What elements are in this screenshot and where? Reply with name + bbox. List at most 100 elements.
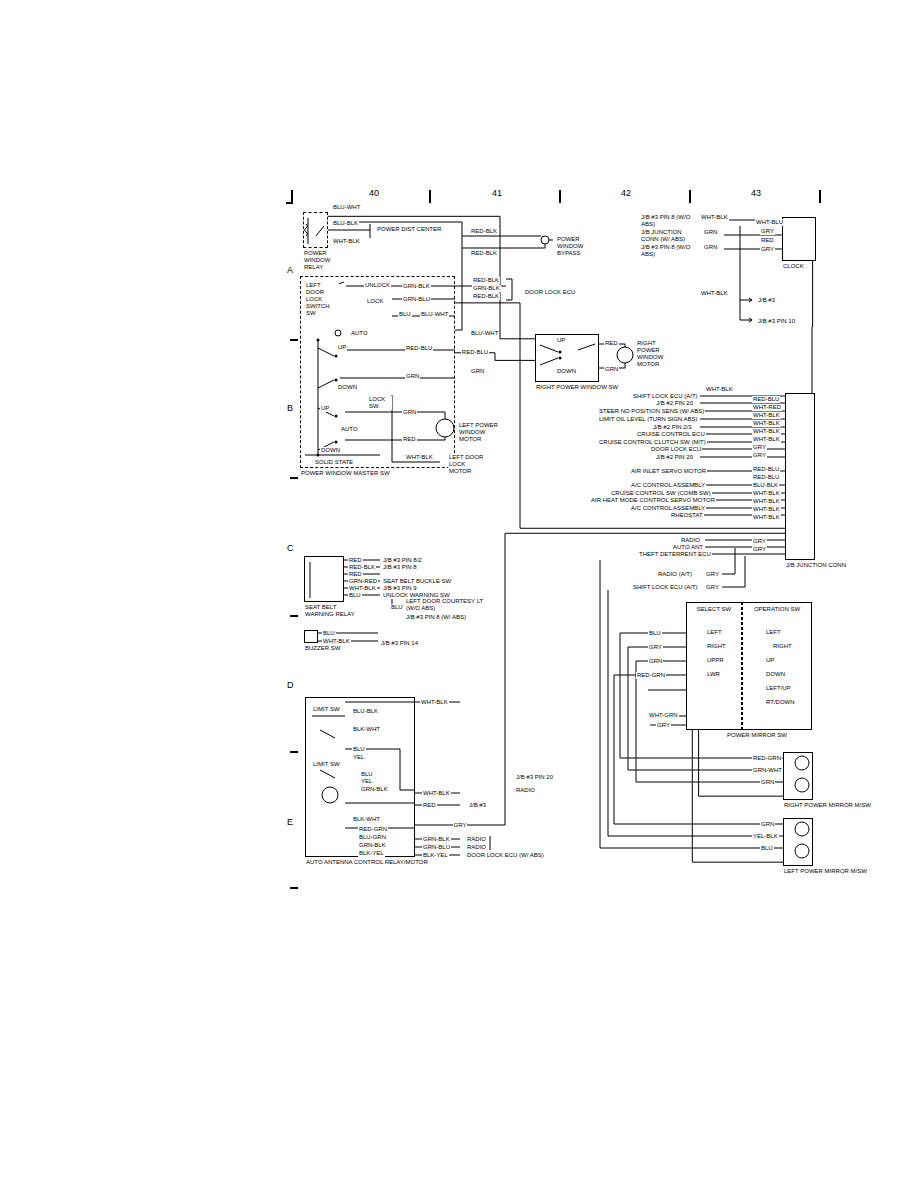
wire-label: GRY [752, 452, 767, 459]
wire-label: SEAT BELT BUCKLE SW [382, 578, 452, 585]
component-box: CLOCK [782, 217, 816, 261]
component-name: POWER WINDOW RELAY [304, 250, 346, 271]
wire-label: WHT-BLK [422, 790, 451, 797]
wire-label: WHT-BLK [405, 454, 434, 461]
wire-connector [328, 216, 535, 338]
grid-reference: A [286, 265, 294, 275]
wire-label: LWR [706, 671, 721, 678]
component-name: J/B JUNCTION CONN [786, 562, 846, 569]
contact-dot [335, 415, 338, 418]
wire-label: AUTO [350, 330, 369, 337]
wire-connector [692, 730, 783, 862]
wire-label: J/B #3 PIN 10 [757, 318, 796, 325]
wire-label: GRN-BLK [360, 786, 389, 793]
wire-label: RHEOSTAT [670, 512, 704, 519]
wire-label: GRN-RED [348, 578, 378, 585]
wire-label: WHT-BLK [752, 506, 781, 513]
wire-label: GRY [656, 722, 671, 729]
wire-label: STEER NO POSITION SENS (W/ ABS) [598, 408, 705, 415]
component-name: OPERATION SW [743, 606, 811, 613]
wire-label: RED [402, 436, 417, 443]
wire-label: BLK-YEL [422, 852, 449, 859]
wire-label: J/B #3 PIN 8/2 [382, 557, 423, 564]
grid-reference: D [286, 680, 295, 690]
wire-label: BLU [322, 630, 336, 637]
wire-label: WHT-BLK [420, 699, 449, 706]
contact-dot [317, 454, 320, 457]
wire-label: BLU-WHT [332, 204, 361, 211]
wire-label: CRUISE CONTROL CLUTCH SW (M/T) [598, 439, 707, 446]
grid-reference: 40 [368, 188, 380, 198]
wire-label: GRN [760, 779, 775, 786]
component-name: POWER WINDOW MASTER SW [301, 470, 390, 477]
wire-label: LEFT/UP [765, 685, 792, 692]
motor-symbol [541, 236, 549, 244]
motor-symbol [617, 347, 633, 363]
contact-dot [317, 339, 562, 457]
component-name: POWER MIRROR SW [727, 732, 787, 739]
switch-symbol [305, 218, 596, 778]
wire-label: BLU-BLK [332, 220, 359, 227]
wire-label: WHT-BLK [752, 490, 781, 497]
wire-label: WHT-BLK [752, 412, 781, 419]
wire-label: RADIO [466, 836, 487, 843]
wire-label: GRN [703, 244, 718, 251]
motor-symbol [322, 787, 338, 803]
component-name: AUTO ANTENNA CONTROL RELAY/MOTOR [306, 859, 428, 866]
wire-connector [699, 730, 783, 796]
wire-label: GRN-BLK [358, 842, 387, 849]
wire-label: GRY [453, 822, 468, 829]
switch-symbol [305, 218, 325, 244]
wire-label: RED [604, 340, 619, 347]
wire-label: BLU [390, 604, 404, 611]
wire-label: RED-BLK [470, 250, 498, 257]
wire-label: RED [760, 237, 775, 244]
wire-label: RED-GRN [358, 826, 388, 833]
component-name: SELECT SW [687, 606, 741, 613]
wire-label: WHT-BLK [752, 428, 781, 435]
wire-label: UP [556, 337, 566, 344]
wire-label: POWER DIST CENTER [376, 226, 442, 233]
wire-label: BLU-WHT [470, 330, 499, 337]
grid-reference: E [286, 817, 294, 827]
wire-label: RIGHT [772, 643, 793, 650]
wire-label: LEFT DOOR LOCK SWITCH SW [305, 282, 339, 316]
motor-symbol [322, 236, 809, 858]
component-box: SEAT BELT WARNING RELAY [304, 556, 344, 602]
wire-label: RADIO [466, 844, 487, 851]
wire-label: GRN-BLK [402, 283, 431, 290]
wire-label: RED [348, 557, 363, 564]
wire [600, 560, 783, 848]
contact-dot [317, 339, 320, 342]
grid-tick [286, 190, 820, 888]
wire-label: UNLOCK [364, 282, 391, 289]
wire-label: DOOR LOCK ECU (W/ ABS) [466, 852, 545, 859]
wire-label: AIR INLET SERVO MOTOR [630, 468, 707, 475]
wire-label: A/C CONTROL ASSEMBLY [630, 482, 706, 489]
component-box: RIGHT POWER MIRROR M/SW [783, 752, 813, 800]
wire-label: RED-BLK [472, 293, 500, 300]
wire-label: BLK-WHT [352, 726, 381, 733]
wire-label: LIMIT SW [312, 706, 341, 713]
wire-label: UP [337, 344, 347, 351]
wire-label: BLU [348, 592, 362, 599]
wire-label: J/B #3 PIN 8 (W/ ABS) [405, 614, 467, 621]
wire-label: WHT-GRN [648, 712, 679, 719]
wire-label: DOWN [320, 447, 341, 454]
wire-label: J/B #3 [468, 802, 487, 809]
wire-label: BLU-GRN [358, 834, 387, 841]
wire-label: J/B #3 PIN 14 [380, 640, 419, 647]
wire-label: RED-BLU [405, 345, 433, 352]
wire-label: YEL-BLK [752, 833, 779, 840]
wire-label: GRY [752, 546, 767, 553]
grid-reference: B [286, 403, 294, 413]
wire [462, 236, 553, 248]
motor-symbol [795, 822, 809, 836]
wire-label: WHT-BLK [700, 290, 729, 297]
wire-label: YEL [352, 754, 365, 761]
wire-label: GRN-BLK [422, 836, 451, 843]
component-box: POWER MIRROR SWSELECT SWOPERATION SW [686, 602, 812, 730]
wire-label: J/B #3 PIN 8 [382, 564, 418, 571]
